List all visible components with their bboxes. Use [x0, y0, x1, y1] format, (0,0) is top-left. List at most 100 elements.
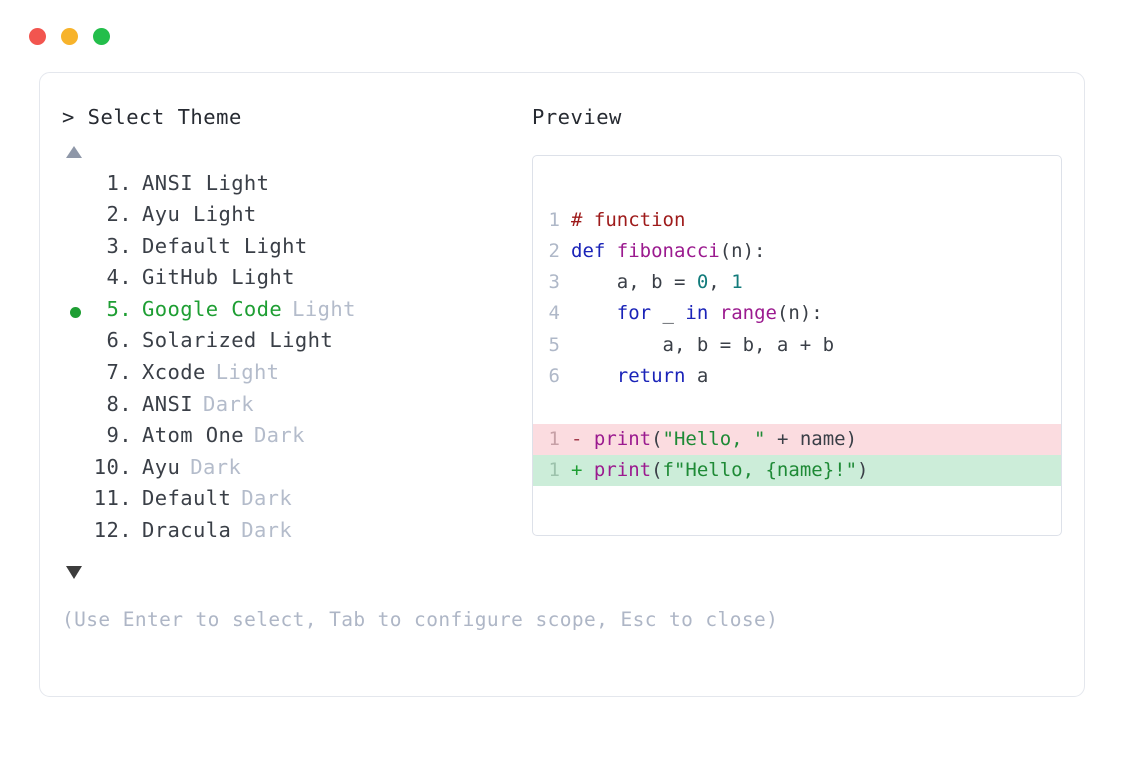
code-line: 5 a, b = b, a + b: [533, 330, 1061, 361]
theme-variant: Dark: [253, 423, 305, 448]
traffic-light-group: [29, 27, 110, 45]
theme-variant: Light: [215, 360, 280, 385]
theme-index: 9.: [106, 423, 132, 448]
theme-name: Solarized Light: [142, 328, 334, 353]
theme-index: 10.: [93, 454, 132, 479]
theme-name: ANSI: [142, 391, 193, 416]
theme-list-item[interactable]: 1.ANSI Light: [62, 171, 532, 203]
theme-index: 4.: [106, 265, 132, 290]
maximize-window-button[interactable]: [93, 27, 110, 45]
selected-bullet-icon: [62, 297, 88, 329]
bullet-slot-empty: [62, 455, 88, 487]
bullet-slot-empty: [62, 486, 88, 518]
code-source: + print(f"Hello, {name}!"): [569, 455, 868, 486]
minimize-window-button[interactable]: [61, 27, 78, 45]
code-token-txt: [571, 302, 617, 324]
line-number: 4: [548, 302, 560, 325]
theme-index: 8.: [106, 391, 132, 416]
code-token-kw: in: [685, 302, 709, 325]
diff-marker: +: [571, 458, 594, 481]
code-source: return a: [569, 361, 709, 392]
code-token-num: 1: [731, 271, 743, 294]
theme-name: Dracula: [142, 518, 232, 543]
close-window-button[interactable]: [29, 27, 46, 45]
code-token-fn: print: [593, 458, 652, 481]
theme-index: 7.: [106, 360, 132, 385]
theme-index: 2.: [106, 202, 132, 227]
code-token-punc: (n):: [776, 302, 823, 325]
theme-list-item[interactable]: 12. Dracula Dark: [62, 518, 532, 550]
theme-index: 3.: [106, 233, 132, 258]
preview-label: Preview: [532, 105, 622, 129]
code-token-kw: for: [616, 302, 652, 325]
window-titlebar: [0, 0, 1129, 72]
theme-index: 6.: [106, 328, 132, 353]
code-source: def fibonacci(n):: [569, 236, 766, 267]
diff-marker: -: [571, 427, 594, 450]
line-number: 3: [548, 271, 560, 294]
code-token-punc: ): [857, 458, 869, 481]
page-title: > Select Theme: [62, 105, 242, 129]
code-token-txt: [605, 240, 616, 262]
line-number: 6: [548, 364, 560, 387]
theme-list-item[interactable]: 6. Solarized Light: [62, 328, 532, 360]
line-number: 5: [548, 333, 560, 356]
theme-index: 12.: [93, 518, 132, 543]
theme-name: Default: [142, 486, 232, 511]
code-token-fn: range: [719, 302, 777, 325]
scroll-down-icon[interactable]: [66, 565, 82, 579]
code-token-kw: def: [571, 239, 606, 262]
line-number: 2: [548, 239, 560, 262]
theme-list-item[interactable]: 8. ANSI Dark: [62, 392, 532, 424]
theme-list-item[interactable]: 3.Default Light: [62, 234, 532, 266]
code-source: a, b = 0, 1: [569, 267, 743, 298]
code-token-fn: fibonacci: [616, 239, 720, 262]
code-line: 1# function: [533, 205, 1061, 236]
code-token-num: 0: [696, 271, 709, 294]
code-token-txt: a: [685, 364, 709, 387]
code-source: - print("Hello, " + name): [569, 424, 857, 455]
code-line: 6 return a: [533, 361, 1061, 392]
keyboard-hint: (Use Enter to select, Tab to configure s…: [62, 607, 779, 631]
bullet-slot-empty: [62, 234, 88, 266]
theme-variant: Dark: [202, 391, 254, 416]
code-token-punc: (n):: [719, 239, 766, 262]
code-token-txt: ,: [708, 271, 732, 294]
line-number: 1: [548, 427, 560, 450]
theme-list-item[interactable]: 2.Ayu Light: [62, 202, 532, 234]
code-spacer: [533, 392, 1061, 423]
scroll-up-icon[interactable]: [66, 145, 82, 158]
code-token-str: f"Hello, {name}!": [662, 458, 858, 481]
code-token-punc: (: [651, 458, 663, 481]
code-line: 3 a, b = 0, 1: [533, 267, 1061, 298]
theme-variant: Dark: [190, 454, 242, 479]
theme-name: Google Code: [142, 296, 283, 321]
code-source: a, b = b, a + b: [569, 330, 835, 361]
selection-dot: [69, 307, 81, 319]
line-number: 1: [548, 458, 560, 481]
code-token-txt: [571, 365, 617, 387]
theme-variant: Dark: [241, 518, 293, 543]
theme-list-item[interactable]: 4.GitHub Light: [62, 265, 532, 297]
code-token-txt: a, b =: [571, 271, 697, 294]
code-token-com: # function: [571, 208, 686, 231]
code-token-txt: [708, 302, 719, 324]
theme-index: 1.: [106, 170, 132, 195]
code-line: 2 def fibonacci(n):: [533, 236, 1061, 267]
code-token-kw: return: [616, 364, 686, 387]
bullet-slot-empty: [62, 423, 88, 455]
bullet-slot-empty: [62, 328, 88, 360]
theme-variant: Dark: [241, 486, 293, 511]
code-source: # function: [569, 205, 685, 236]
